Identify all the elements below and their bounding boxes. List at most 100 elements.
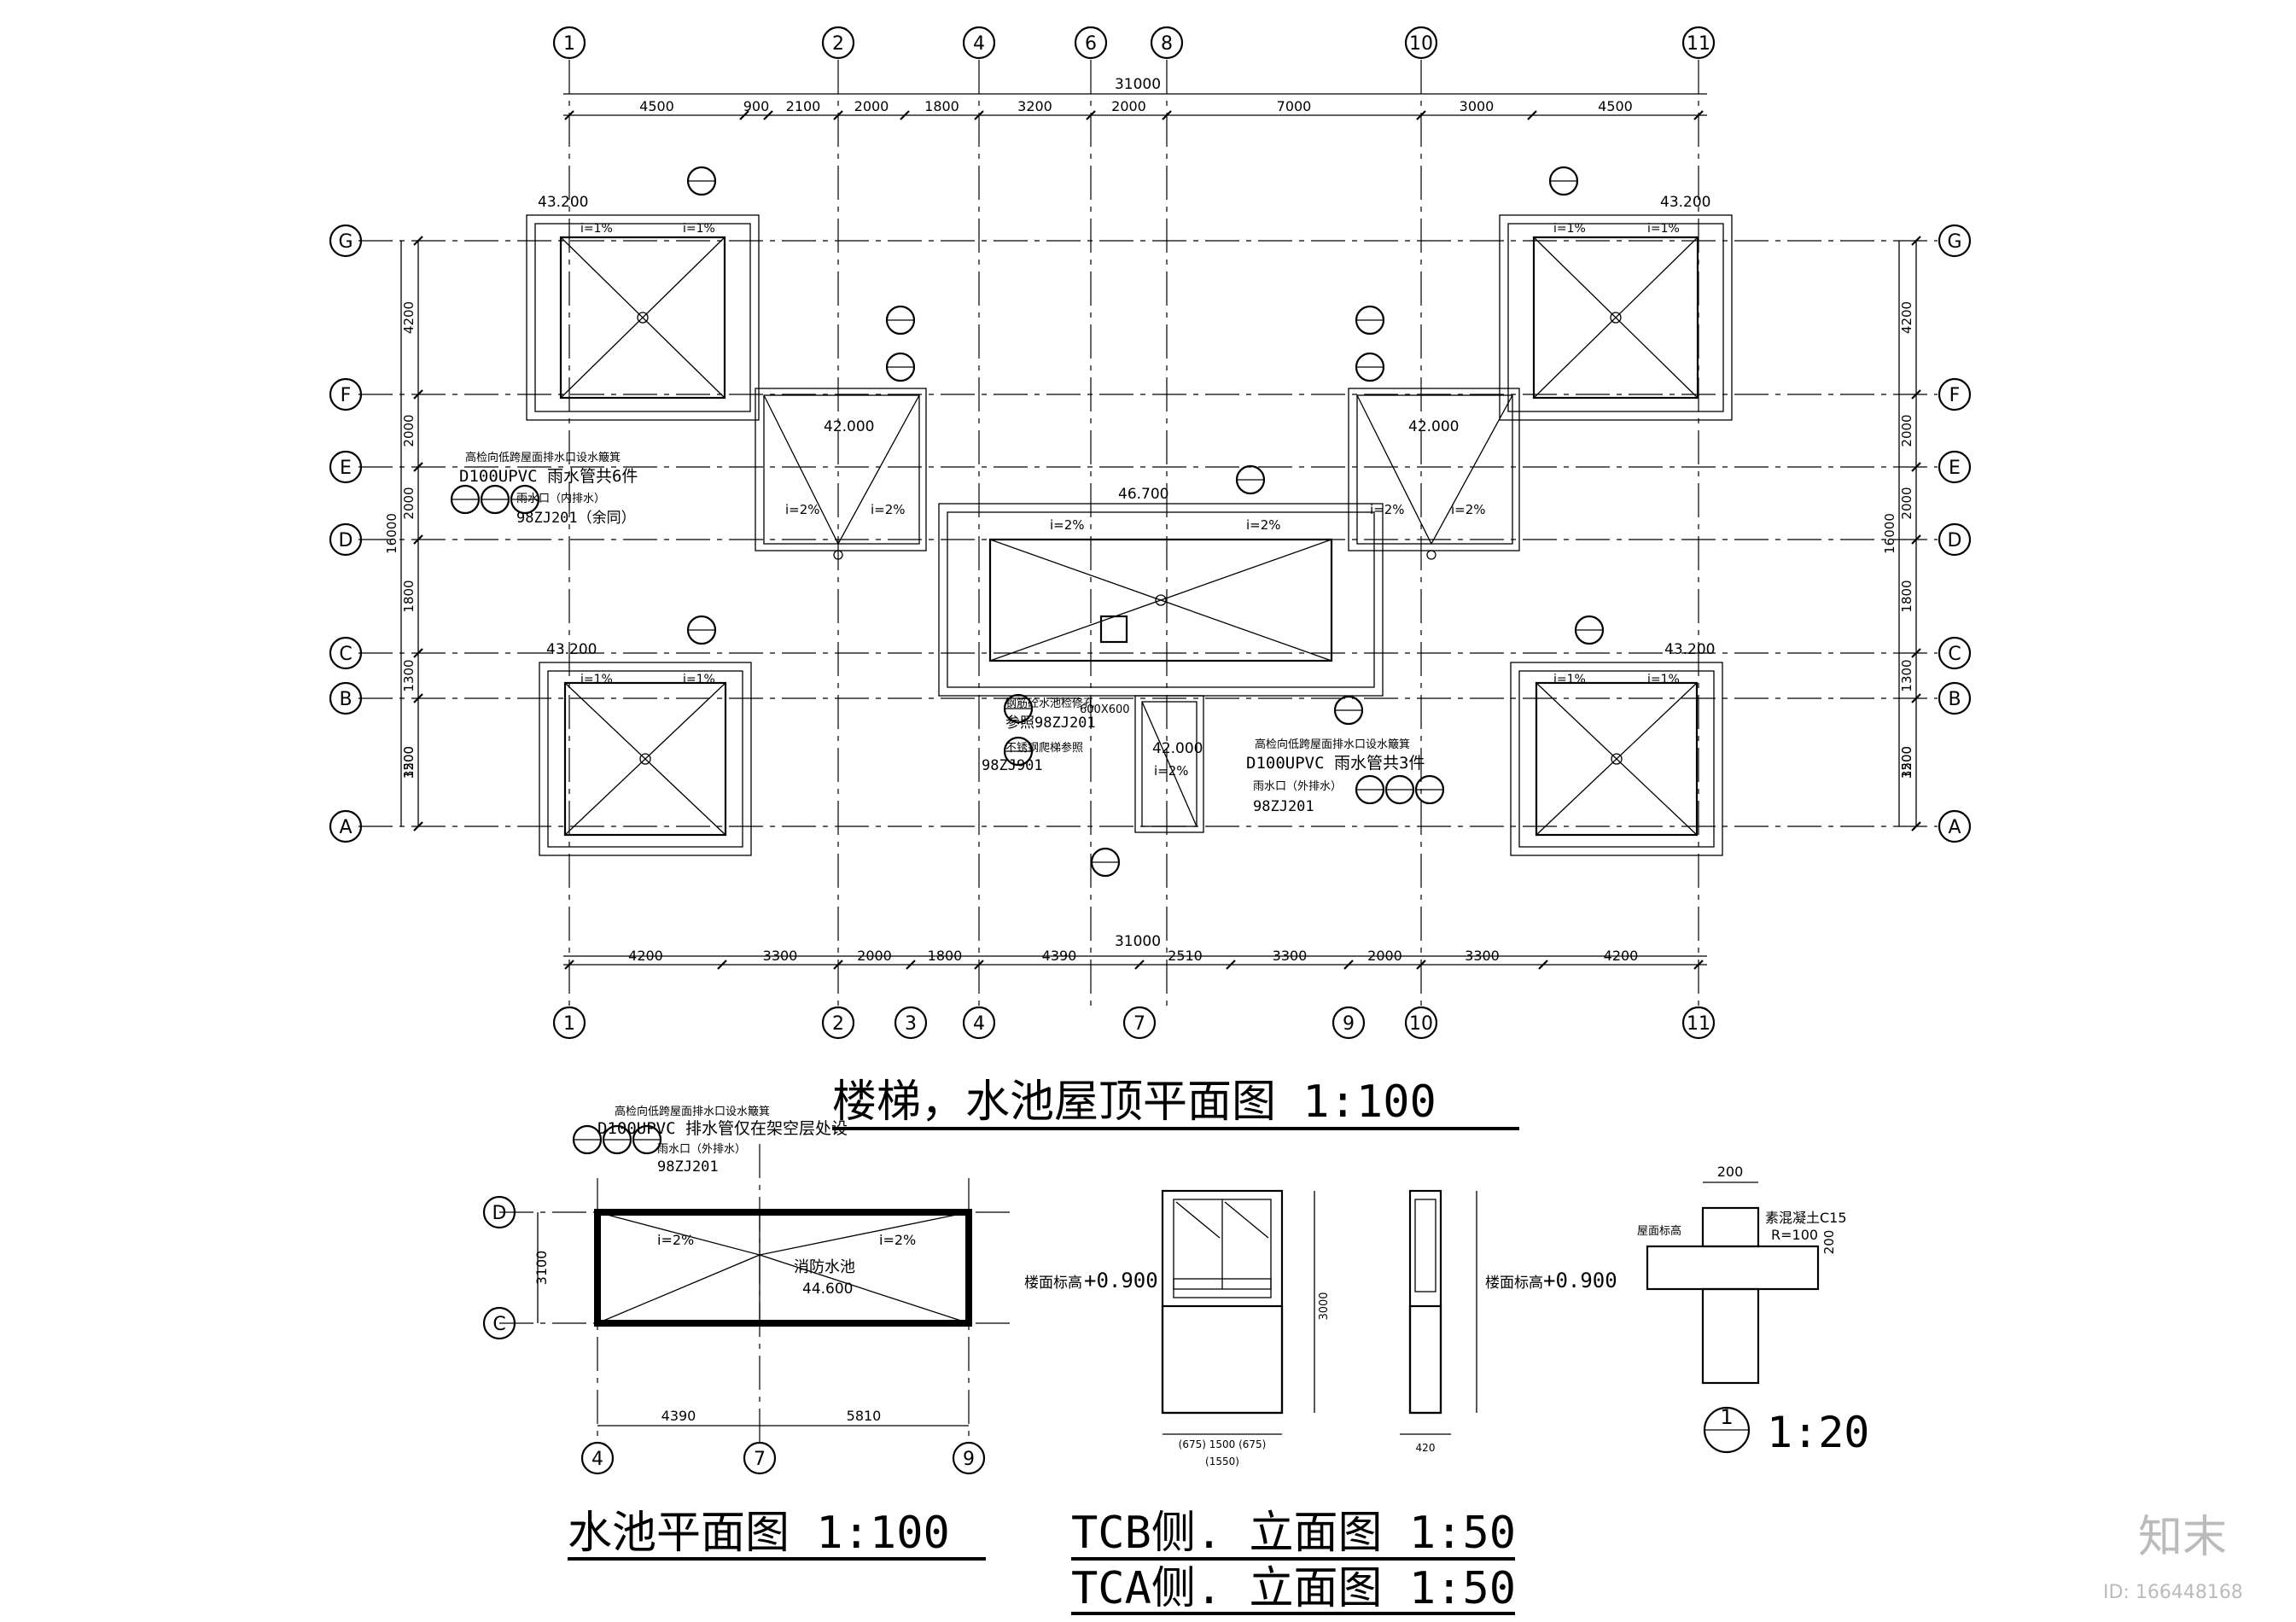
dim-top-value: 2000 xyxy=(1111,98,1146,114)
dim-tick xyxy=(564,110,574,120)
dim-bottom-value: 2510 xyxy=(1168,948,1203,964)
dim-tick xyxy=(1416,960,1426,970)
tcb-floor-value: +0.900 xyxy=(1084,1269,1158,1292)
tank-note-4: 98ZJ201 xyxy=(657,1158,719,1176)
axis-bubble xyxy=(962,1006,996,1040)
slope-6: i=2% xyxy=(1246,517,1281,533)
note-center-2: 参照98ZJ201 xyxy=(1005,715,1096,732)
dim-tick xyxy=(413,534,423,545)
slope-9: i=1% xyxy=(683,222,715,236)
axis-bubble xyxy=(821,1006,855,1040)
axis-label-right: G xyxy=(1947,231,1961,253)
tank-slope-1: i=2% xyxy=(657,1232,694,1248)
axis-bubble xyxy=(1404,26,1438,60)
dim-side-total: 16000 xyxy=(384,513,399,554)
tower-bottom-right xyxy=(1510,662,1723,856)
dim-side-value: 4200 xyxy=(401,301,417,334)
dim-top-value: 4500 xyxy=(639,98,674,114)
axis-label-top: 8 xyxy=(1161,33,1173,55)
axis-bubble xyxy=(329,681,363,715)
dim-bottom-value: 4390 xyxy=(1042,948,1077,964)
axis-bubble xyxy=(329,522,363,557)
tank-dim-side: 3100 xyxy=(533,1251,550,1286)
tank-note-1: 高检向低跨屋面排水口设水簸箕 xyxy=(615,1105,770,1118)
dim-bottom-total: 31000 xyxy=(1115,933,1161,950)
tank-axis-4: 4 xyxy=(591,1449,603,1470)
dim-side-value: 3500 xyxy=(1899,746,1914,779)
axis-bubble xyxy=(1681,1006,1716,1040)
dim-tick xyxy=(974,110,984,120)
tank-slope-2: i=2% xyxy=(879,1232,916,1248)
axis-label-left: A xyxy=(339,817,352,838)
axis-label-right: C xyxy=(1948,644,1961,665)
dim-tick xyxy=(1911,648,1921,658)
slope-3: i=2% xyxy=(1370,502,1405,517)
dim-tick xyxy=(1162,110,1172,120)
axis-bubble xyxy=(1938,522,1972,557)
axis-label-left: D xyxy=(339,530,353,551)
dim-side-value: 2000 xyxy=(401,414,417,446)
elev-center: 46.700 xyxy=(1118,486,1168,503)
elev-tr: 43.200 xyxy=(1660,194,1710,211)
note-right-1: 高检向低跨屋面排水口设水簸箕 xyxy=(1255,738,1410,751)
dim-side-value: 3500 xyxy=(401,746,417,779)
note-center-4: 98ZJ901 xyxy=(982,757,1043,774)
tank-axis-d: D xyxy=(492,1203,507,1224)
axis-bubble xyxy=(552,26,586,60)
elev-title-2: TCA侧. 立面图 1:50 xyxy=(1071,1563,1516,1614)
axis-label-top: 6 xyxy=(1085,33,1097,55)
axis-label-right: E xyxy=(1949,458,1961,479)
axis-bubble xyxy=(1938,681,1972,715)
dim-tick xyxy=(413,462,423,472)
axis-label-bottom: 9 xyxy=(1343,1013,1355,1035)
dim-tick xyxy=(1911,389,1921,400)
tank-elev: 44.600 xyxy=(802,1281,853,1298)
tank-label: 消防水池 xyxy=(794,1258,855,1276)
detail-callouts xyxy=(450,166,1605,1155)
tcb-bottom-total: (1550) xyxy=(1205,1456,1239,1467)
dim-bottom-value: 2000 xyxy=(1367,948,1402,964)
dim-top-value: 1800 xyxy=(924,98,959,114)
dim-tick xyxy=(1911,236,1921,246)
dim-side-value: 2000 xyxy=(401,487,417,519)
slope-15: i=1% xyxy=(1647,673,1680,686)
tank-title: 水池平面图 1:100 xyxy=(568,1508,950,1559)
detail-radius: R=100 xyxy=(1771,1227,1818,1243)
dim-tick xyxy=(1527,110,1537,120)
note-left-4: 98ZJ201（余同） xyxy=(516,510,636,527)
dim-tick xyxy=(1343,960,1354,970)
dim-top-value: 2000 xyxy=(854,98,889,114)
tower-bottom-left xyxy=(539,662,752,856)
dim-tick xyxy=(1134,960,1145,970)
tank-axis-7: 7 xyxy=(754,1449,766,1470)
tank-plan: D C 4 7 9 3100 4390 5810 i=2% i=2% 消防水池 … xyxy=(482,1105,1016,1561)
tank-note-3: 雨水口（外排水） xyxy=(657,1143,746,1156)
axis-label-bottom: 10 xyxy=(1409,1013,1433,1035)
tcb-bottom-mid: (675) 1500 (675) xyxy=(1179,1438,1267,1450)
roof-right-small xyxy=(1348,388,1520,560)
axis-bubble xyxy=(894,1006,928,1040)
dim-bottom-value: 3300 xyxy=(1465,948,1500,964)
axis-label-top: 2 xyxy=(832,33,844,55)
axis-bubble xyxy=(329,450,363,484)
axis-label-bottom: 11 xyxy=(1687,1013,1710,1035)
note-right-3: 雨水口（外排水） xyxy=(1253,780,1342,793)
tower-top-right xyxy=(1499,214,1733,421)
dim-bottom-value: 3300 xyxy=(1273,948,1308,964)
axis-label-left: E xyxy=(340,458,352,479)
dim-tick xyxy=(413,236,423,246)
axis-label-top: 4 xyxy=(973,33,985,55)
elev-tl: 43.200 xyxy=(538,194,588,211)
dim-side-total: 16000 xyxy=(1882,513,1897,554)
axis-bubble xyxy=(1938,377,1972,411)
axis-label-left: C xyxy=(339,644,352,665)
slope-2: i=2% xyxy=(871,502,906,517)
detail-scale: 1:20 xyxy=(1767,1408,1869,1457)
axis-grid-lines xyxy=(358,60,1938,1007)
axis-bubble xyxy=(1938,636,1972,670)
axis-bubble xyxy=(552,1006,586,1040)
